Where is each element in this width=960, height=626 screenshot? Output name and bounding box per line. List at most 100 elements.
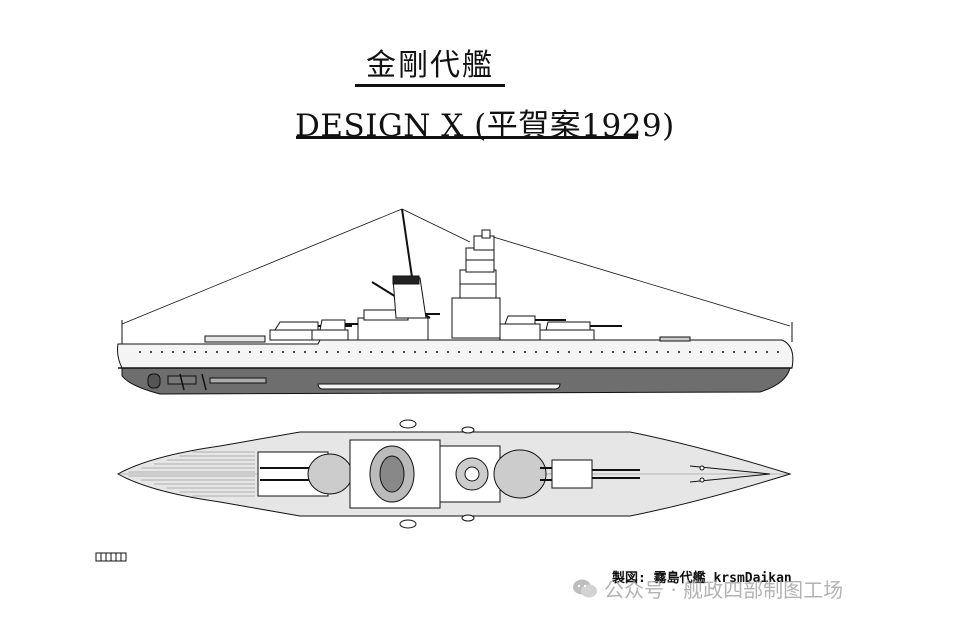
porthole [755, 351, 757, 353]
porthole [491, 351, 493, 353]
b-turret [504, 315, 536, 325]
porthole [678, 351, 680, 353]
b-turret-base [499, 323, 541, 341]
a-turret-base [539, 329, 595, 341]
porthole [700, 351, 702, 353]
porthole [645, 351, 647, 353]
porthole-row [139, 351, 779, 353]
porthole [469, 351, 471, 353]
porthole [733, 351, 735, 353]
x-turret-plan [307, 453, 353, 495]
porthole [304, 351, 306, 353]
porthole [238, 351, 240, 353]
porthole [348, 351, 350, 353]
fore-anchor-gear [659, 336, 691, 342]
porthole [513, 351, 515, 353]
porthole [216, 351, 218, 353]
porthole [777, 351, 779, 353]
rudder [147, 373, 161, 389]
bridge-base [451, 297, 501, 339]
rangefinder [481, 229, 491, 239]
porthole [557, 351, 559, 353]
porthole [381, 351, 383, 353]
funnel-cap [392, 275, 420, 285]
porthole [359, 351, 361, 353]
wechat-icon [573, 579, 597, 597]
watermark-text: 公众号 · 舰政四部制图工场 [604, 578, 844, 602]
drawing-credit: 製図: 霧島代艦 krsmDaikan [612, 571, 792, 586]
porthole [612, 351, 614, 353]
porthole [315, 351, 317, 353]
porthole [271, 351, 273, 353]
porthole [634, 351, 636, 353]
x-turret [319, 319, 346, 331]
porthole [370, 351, 372, 353]
plan-view [116, 419, 792, 529]
porthole [183, 351, 185, 353]
porthole [689, 351, 691, 353]
porthole [568, 351, 570, 353]
a-turret-plan [551, 459, 593, 489]
boat-starboard [399, 519, 417, 529]
porthole [656, 351, 658, 353]
capstan-starboard [699, 477, 705, 483]
porthole [744, 351, 746, 353]
porthole [172, 351, 174, 353]
porthole [524, 351, 526, 353]
porthole [480, 351, 482, 353]
porthole [766, 351, 768, 353]
x-turret-base [311, 329, 349, 341]
porthole [447, 351, 449, 353]
scale-bar [95, 552, 127, 562]
subtitle-underline [296, 136, 638, 139]
porthole [414, 351, 416, 353]
porthole [139, 351, 141, 353]
porthole [458, 351, 460, 353]
porthole [722, 351, 724, 353]
porthole [150, 351, 152, 353]
bilge-keel [317, 383, 561, 390]
porthole [403, 351, 405, 353]
porthole [502, 351, 504, 353]
rigging-mid [401, 208, 471, 243]
porthole [546, 351, 548, 353]
porthole [249, 351, 251, 353]
b-turret-plan [493, 449, 547, 499]
porthole [282, 351, 284, 353]
porthole [425, 351, 427, 353]
porthole [392, 351, 394, 353]
midship-deckhouse [357, 317, 429, 341]
rigging-aft [121, 208, 403, 325]
shaft-bracket [209, 377, 267, 384]
porthole [326, 351, 328, 353]
aft-deckhouse [204, 335, 266, 343]
porthole [535, 351, 537, 353]
porthole [194, 351, 196, 353]
a-turret [545, 321, 591, 331]
porthole [436, 351, 438, 353]
watermark: 公众号 · 舰政四部制图工场 [572, 574, 843, 603]
propellers [179, 373, 207, 391]
porthole [667, 351, 669, 353]
porthole [205, 351, 207, 353]
rigging-fore [489, 235, 791, 327]
aft-turret [274, 321, 319, 331]
drawing-title: 金剛代艦 [366, 48, 494, 83]
boat-port [399, 419, 417, 429]
porthole [590, 351, 592, 353]
title-underline [355, 84, 505, 87]
porthole [337, 351, 339, 353]
porthole [623, 351, 625, 353]
side-profile [117, 208, 794, 395]
capstan-port [699, 465, 705, 471]
porthole [579, 351, 581, 353]
porthole [161, 351, 163, 353]
hull-upper [117, 339, 794, 369]
porthole [601, 351, 603, 353]
porthole [260, 351, 262, 353]
mainmast [401, 208, 414, 285]
bow-anchor-deck [689, 465, 771, 483]
hull-lower [121, 367, 791, 395]
porthole [293, 351, 295, 353]
